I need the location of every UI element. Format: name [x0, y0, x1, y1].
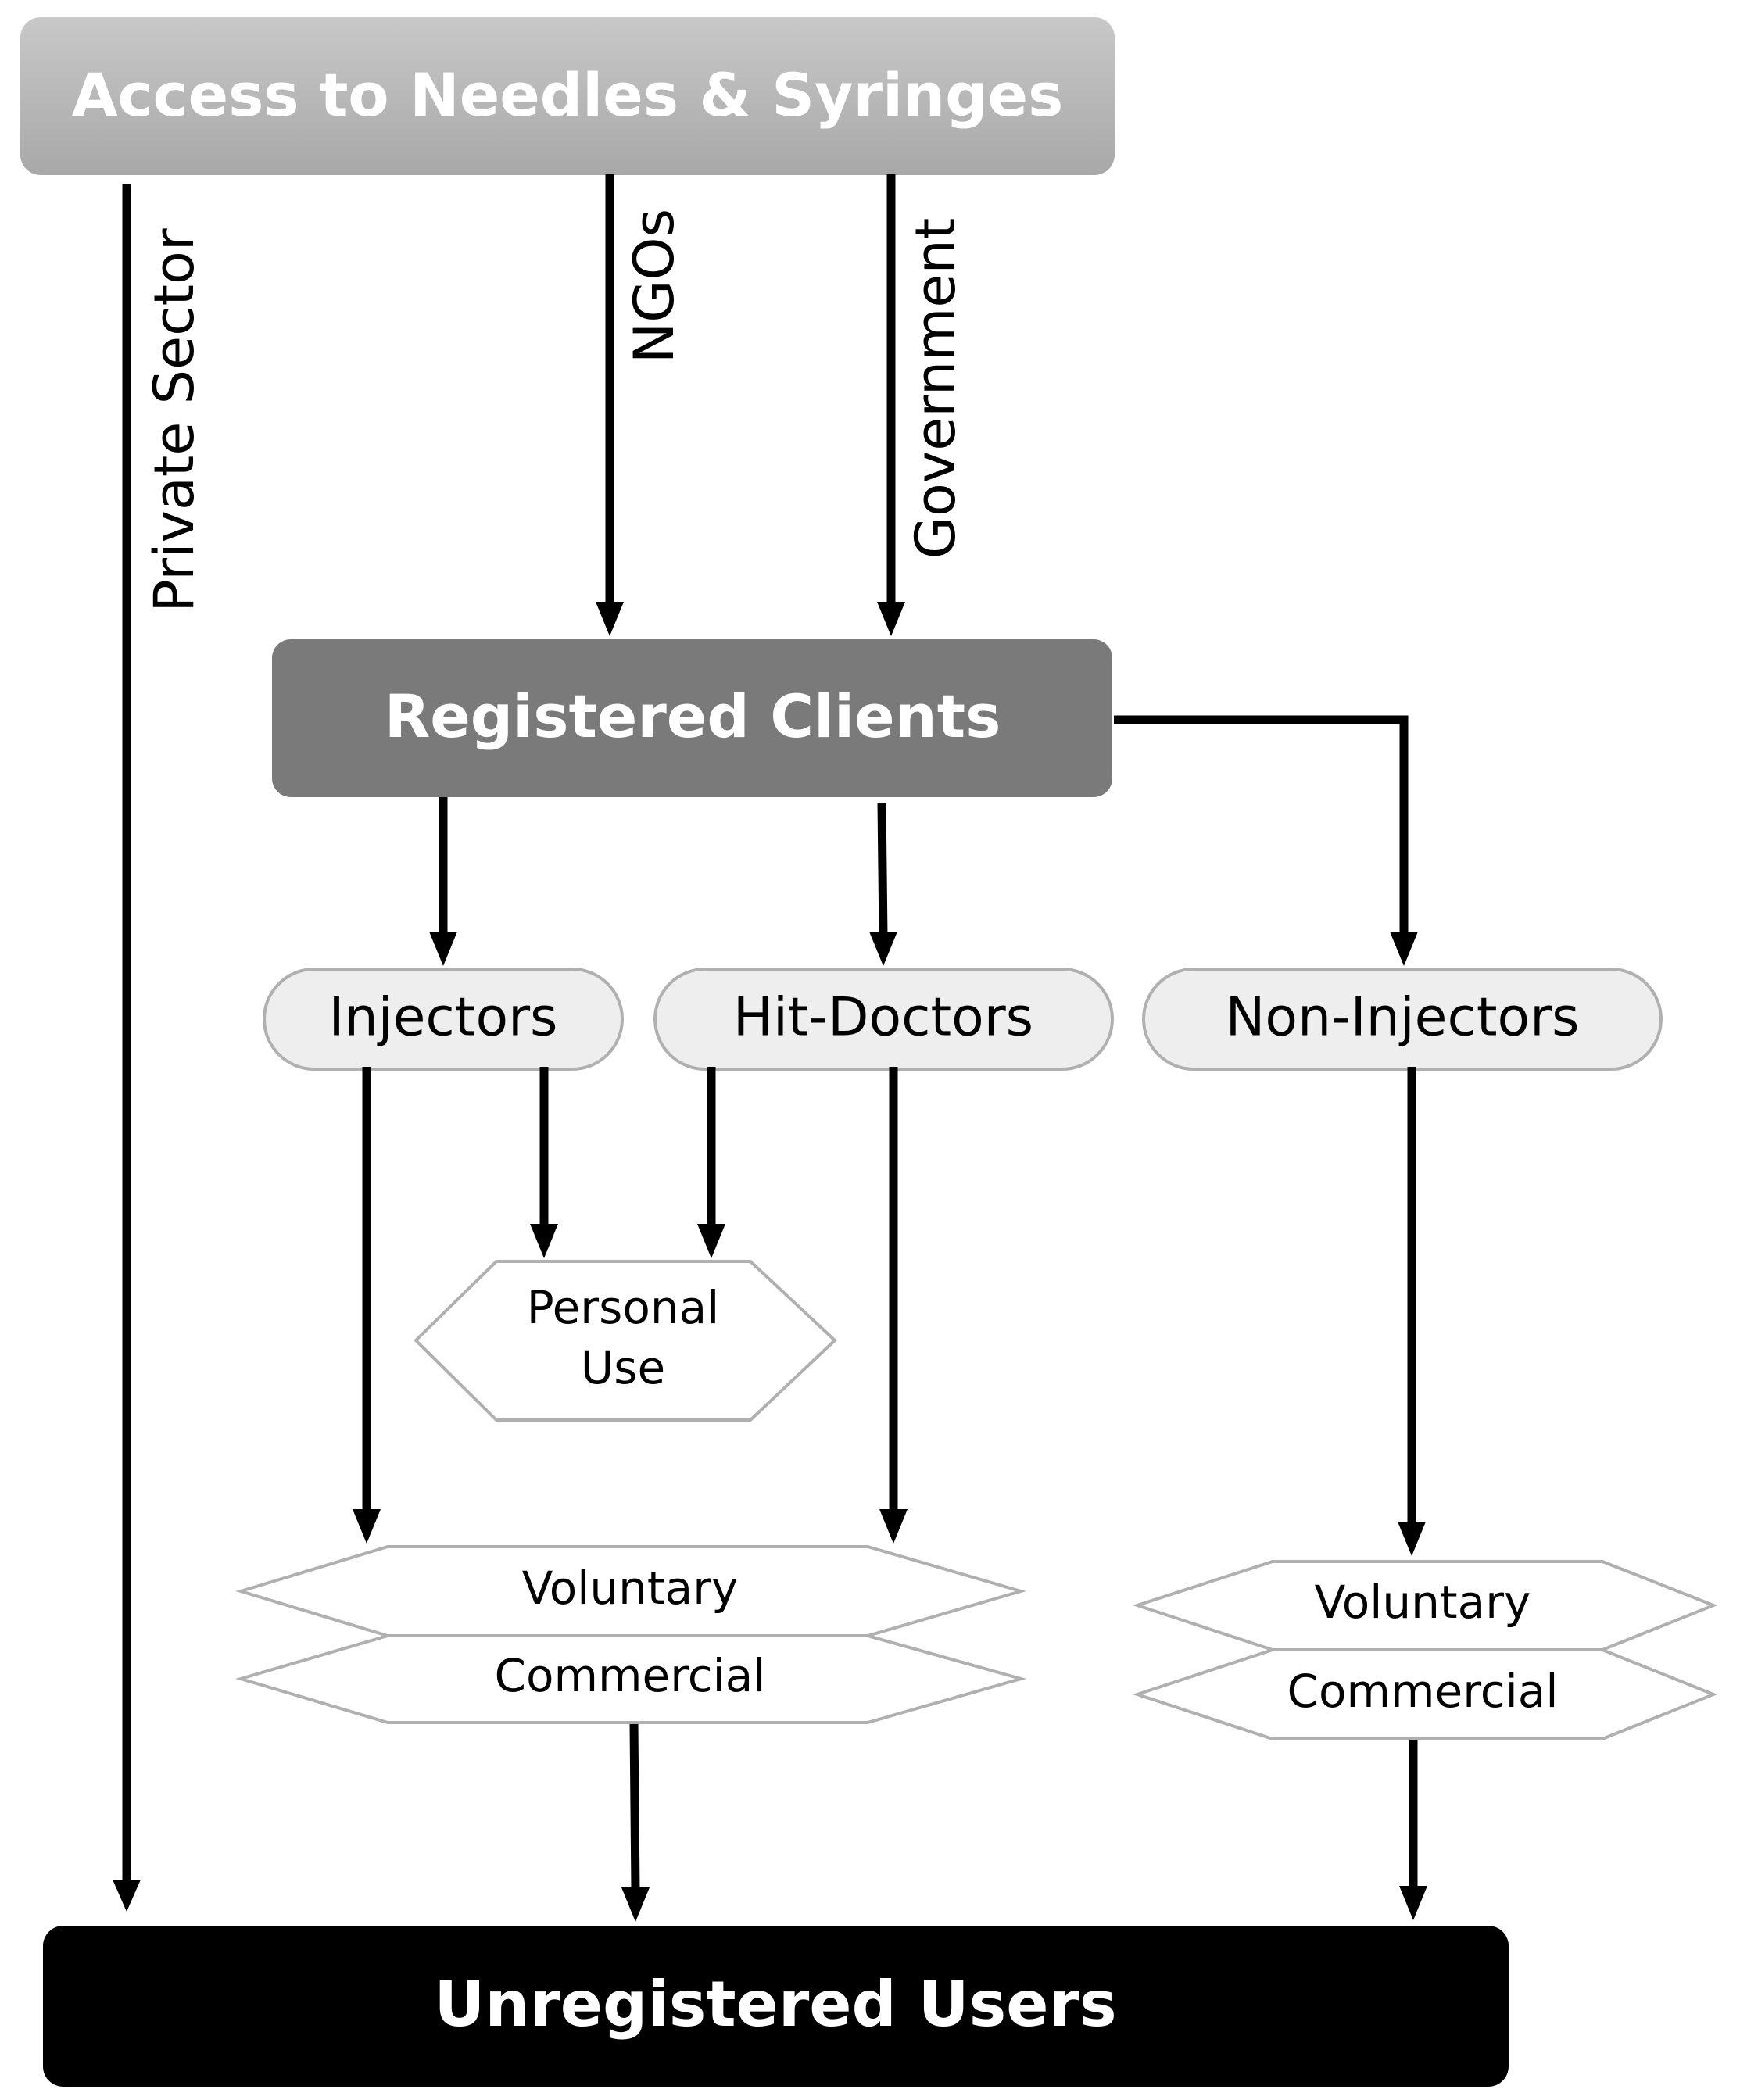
hit-doctors-pill [653, 968, 1114, 1071]
edge-registered-non-injectors [1114, 715, 1418, 966]
edge-injectors-voluntary-arrowhead [353, 1509, 381, 1544]
edge-private-sector-arrowhead [113, 1880, 141, 1912]
edge-hit-doctors-personal-use [697, 1067, 725, 1258]
edge-private-sector [113, 184, 141, 1912]
commercial-right-hexagon [1132, 1648, 1718, 1740]
edge-label-private-sector: Private Sector [142, 228, 206, 613]
access-title: Access to Needles & Syringes [72, 60, 1064, 130]
non-injectors-label: Non-Injectors [1225, 987, 1579, 1049]
edge-commercial-right-unregistered-arrowhead [1399, 1886, 1427, 1920]
edge-injectors-voluntary [353, 1067, 381, 1544]
edge-registered-hit-doctors [869, 803, 897, 966]
voluntary-right-node: Voluntary [1132, 1560, 1718, 1651]
registered-clients-node: Registered Clients [272, 639, 1112, 797]
edge-commercial-left-unregistered-line [629, 1723, 640, 1892]
edge-government [877, 174, 905, 636]
injectors-label: Injectors [329, 987, 558, 1049]
edge-registered-hit-doctors-line [877, 803, 888, 937]
edge-ngos [596, 174, 624, 636]
edge-injectors-personal-use [530, 1067, 558, 1258]
edge-registered-injectors-arrowhead [429, 932, 457, 966]
edge-label-government: Government [904, 218, 968, 560]
edge-commercial-right-unregistered [1399, 1740, 1427, 1920]
commercial-left-hexagon [235, 1634, 1027, 1724]
non-injectors-pill [1142, 968, 1663, 1071]
edge-government-arrowhead [877, 602, 905, 636]
access-box [20, 17, 1115, 175]
personal-use-label-line2: Use [581, 1341, 665, 1394]
unregistered-users-node: Unregistered Users [43, 1926, 1509, 2087]
voluntary-left-node: Voluntary [235, 1545, 1027, 1637]
edge-injectors-personal-use-arrowhead [530, 1224, 558, 1258]
edge-non-injectors-voluntary-arrowhead [1398, 1522, 1426, 1556]
edge-label-ngos: NGOs [622, 209, 686, 363]
commercial-right-label: Commercial [1287, 1665, 1559, 1718]
non-injectors-node: Non-Injectors [1142, 968, 1663, 1071]
voluntary-left-label: Voluntary [522, 1562, 739, 1615]
hit-doctors-label: Hit-Doctors [733, 987, 1033, 1049]
hit-doctors-node: Hit-Doctors [653, 968, 1114, 1071]
edge-registered-non-injectors-arrowhead [1390, 932, 1418, 966]
injectors-pill [263, 968, 624, 1071]
edge-ngos-arrowhead [596, 602, 624, 636]
edge-commercial-left-unregistered-arrowhead [621, 1887, 650, 1922]
edge-registered-injectors [429, 797, 457, 966]
personal-use-node: Personal Use [414, 1260, 837, 1422]
registered-clients-title: Registered Clients [385, 682, 1001, 751]
unregistered-users-title: Unregistered Users [434, 1968, 1116, 2041]
edge-hit-doctors-voluntary-arrowhead [879, 1509, 908, 1544]
commercial-right-node: Commercial [1132, 1648, 1718, 1740]
unregistered-users-box [43, 1926, 1509, 2087]
edge-commercial-left-unregistered [621, 1723, 650, 1922]
edge-registered-hit-doctors-arrowhead [869, 932, 897, 966]
edge-hit-doctors-personal-use-arrowhead [697, 1224, 725, 1258]
edge-non-injectors-voluntary [1398, 1067, 1426, 1556]
commercial-left-node: Commercial [235, 1634, 1027, 1724]
registered-clients-box [272, 639, 1112, 797]
personal-use-label-line1: Personal [527, 1281, 720, 1334]
voluntary-right-label: Voluntary [1315, 1576, 1531, 1629]
access-node: Access to Needles & Syringes [20, 17, 1115, 175]
injectors-node: Injectors [263, 968, 624, 1071]
commercial-left-label: Commercial [495, 1649, 766, 1702]
edge-registered-non-injectors-line [1114, 715, 1409, 936]
edge-hit-doctors-voluntary [879, 1067, 908, 1544]
personal-use-hexagon [414, 1260, 837, 1422]
